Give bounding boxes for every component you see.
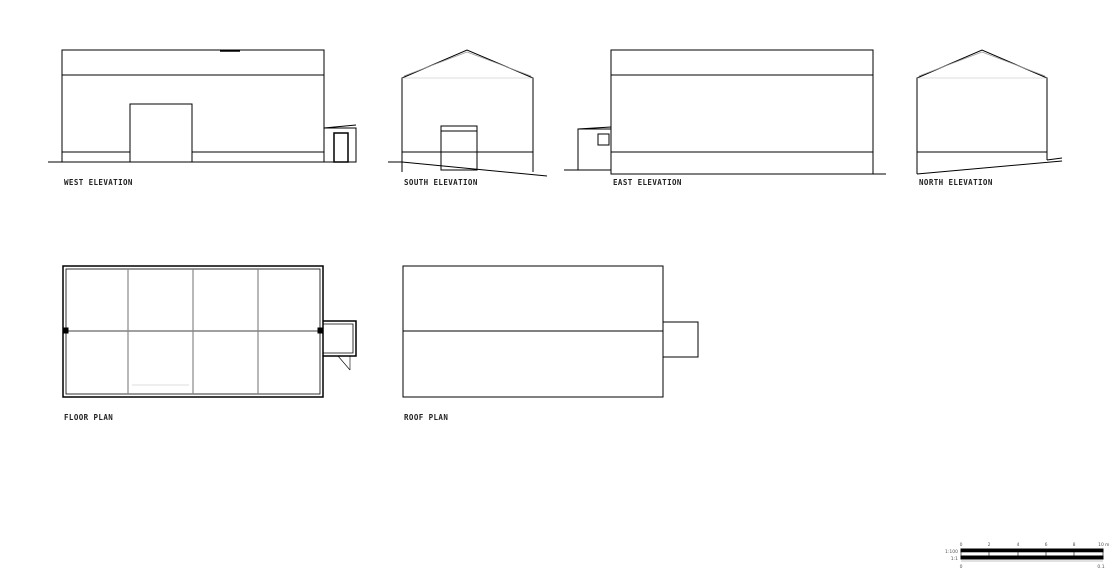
east-porch-window <box>597 133 610 146</box>
porch-outer-wall <box>323 320 357 357</box>
roof-porch <box>662 321 699 358</box>
south-elevation-label: SOUTH ELEVATION <box>404 178 478 187</box>
north-elevation-label: NORTH ELEVATION <box>919 178 993 187</box>
scale-tick-label: 6 <box>1045 542 1048 548</box>
east-elevation-label: EAST ELEVATION <box>613 178 682 187</box>
scale-lower-tick-label: 0 <box>960 564 963 570</box>
floor-post <box>63 327 69 334</box>
scale-bar-middle <box>960 551 1104 557</box>
scale-lower-tick-label: 0.1 <box>1097 564 1104 570</box>
roof-plan <box>402 265 699 398</box>
east-elevation <box>564 49 886 175</box>
scale-tick-label: 2 <box>988 542 991 548</box>
west-door <box>129 103 193 163</box>
west-porch-door <box>333 132 349 163</box>
west-wall <box>61 49 325 163</box>
scale-unit-label: m <box>1105 543 1109 548</box>
floor-plan <box>62 265 357 398</box>
scale-bar <box>960 548 1104 562</box>
scale-bar-bottom <box>960 555 1104 560</box>
floor-post <box>317 327 323 334</box>
roof-plan-label: ROOF PLAN <box>404 413 448 422</box>
scale-bar-top <box>960 548 1104 553</box>
south-gable <box>401 49 534 172</box>
floor-plan-label: FLOOR PLAN <box>64 413 113 422</box>
east-porch-roof <box>577 126 612 130</box>
north-ground-right <box>1046 157 1063 161</box>
scale-tick-label: 0 <box>960 542 963 548</box>
scale-ratio-label: 1:100 <box>945 549 958 555</box>
west-elevation-label: WEST ELEVATION <box>64 178 133 187</box>
west-porch-roof <box>323 124 357 129</box>
west-elevation <box>48 49 357 163</box>
floor-outer-wall <box>62 265 324 398</box>
north-gable <box>916 49 1048 174</box>
scale-ratio-label: 1:1 <box>951 556 958 562</box>
north-roof-edge <box>918 51 1046 77</box>
east-porch <box>577 128 612 171</box>
north-ground-slope <box>916 160 1063 175</box>
east-wall <box>610 49 874 175</box>
scale-tick-label: 10 <box>1098 542 1104 548</box>
south-roof-edge <box>403 51 532 77</box>
north-elevation <box>916 49 1063 175</box>
south-door <box>440 125 478 171</box>
south-ground-slope <box>401 161 548 177</box>
porch-inner-wall <box>323 323 354 354</box>
scale-tick-label: 4 <box>1017 542 1020 548</box>
south-elevation <box>388 49 548 177</box>
scale-tick-label: 8 <box>1073 542 1076 548</box>
porch-door-swing <box>337 355 351 371</box>
